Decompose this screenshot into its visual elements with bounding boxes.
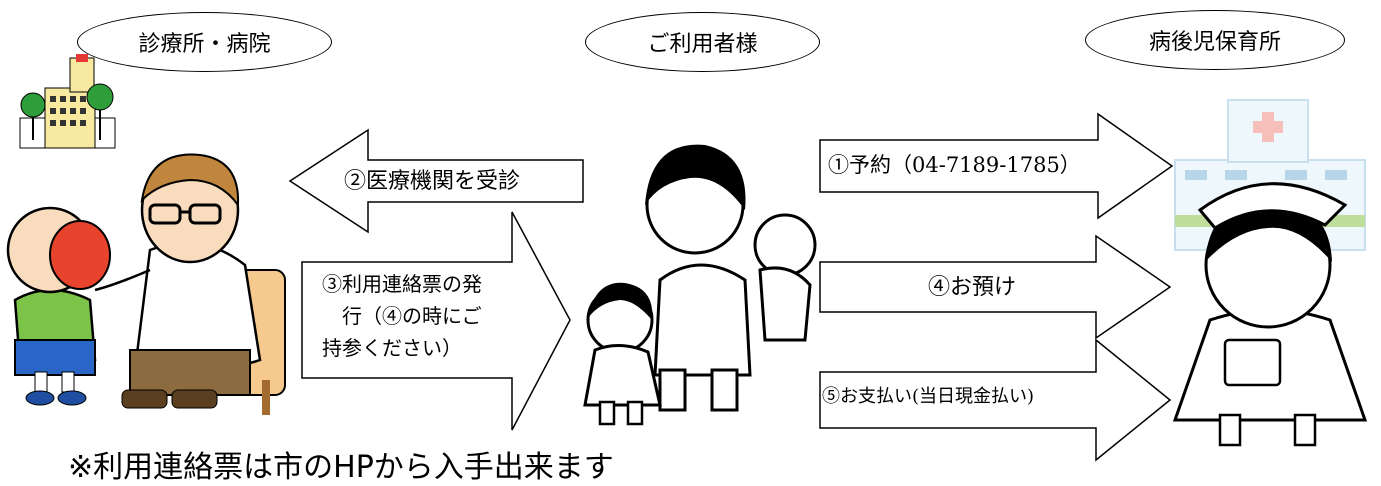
- header-nursery: 病後児保育所: [1085, 10, 1345, 70]
- header-user-label: ご利用者様: [647, 32, 758, 57]
- header-clinic: 診療所・病院: [77, 12, 332, 72]
- scene-illustrations: [6, 54, 1368, 462]
- footer-note: ※利用連絡票は市のHPから入手出来ます: [68, 450, 614, 485]
- step-3-label-line3: 持参ください）: [322, 336, 462, 360]
- hospital-building-icon: [19, 54, 116, 149]
- step-1-label: ①予約（04-7189-1785）: [828, 153, 1081, 177]
- step-4-label: ④お預け: [928, 275, 1017, 300]
- doctor-child-illustration: [6, 153, 286, 415]
- nurse-illustration: [1172, 182, 1368, 447]
- step-2-label: ②医療機関を受診: [344, 169, 521, 194]
- arrow-step-5: [819, 338, 1172, 462]
- step-5-label: ⑤お支払い(当日現金払い): [822, 386, 1035, 407]
- step-3-label-line2: 行（④の時にご: [342, 304, 482, 328]
- mother-children-illustration: [583, 144, 817, 426]
- arrow-step-4: [819, 234, 1172, 340]
- arrow-step-2: [288, 128, 584, 234]
- arrow-step-1: [819, 112, 1174, 220]
- header-clinic-label: 診療所・病院: [138, 32, 271, 57]
- header-user: ご利用者様: [585, 12, 820, 72]
- step-3-label-line1: ③利用連絡票の発: [322, 272, 482, 296]
- header-nursery-label: 病後児保育所: [1148, 30, 1281, 55]
- arrow-step-3: [301, 211, 571, 431]
